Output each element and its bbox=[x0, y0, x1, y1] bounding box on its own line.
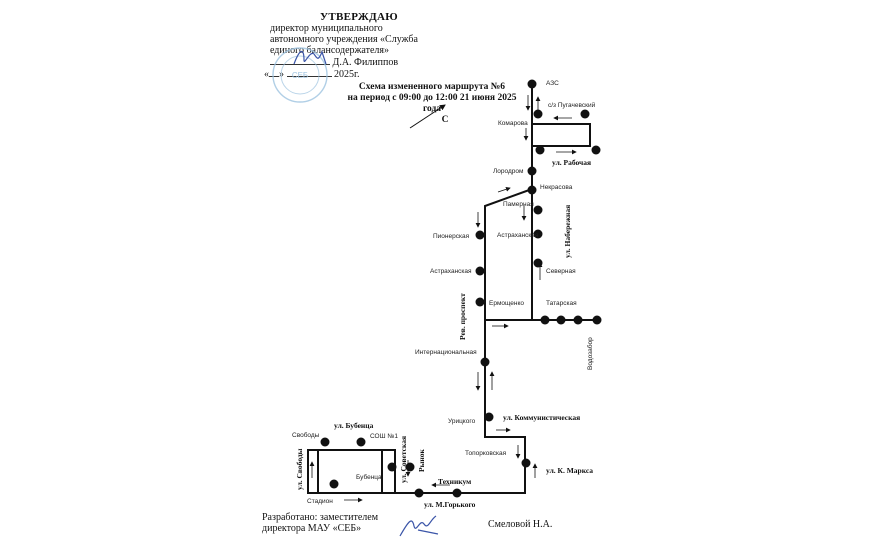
label-lorodrom: Лородром bbox=[493, 168, 524, 175]
approval-title: УТВЕРЖДАЮ bbox=[320, 11, 398, 23]
stop-toporkovskaya[interactable] bbox=[521, 458, 531, 468]
direction-arrows bbox=[309, 95, 577, 503]
label-toporkovskaya: Топорковская bbox=[465, 450, 507, 457]
approval-signature-line: Д.А. Филиппов bbox=[258, 56, 438, 68]
stop-labels: АЗС с/з Пугачевский Комарова Лородром Не… bbox=[292, 80, 596, 505]
official-stamp: СЕБ bbox=[272, 47, 328, 103]
stop-severnaya[interactable] bbox=[533, 258, 543, 268]
street-k-marksa: ул. К. Маркса bbox=[546, 466, 593, 475]
street-m-gorkogo: ул. М.Горького bbox=[424, 500, 476, 509]
stop-uritskogo[interactable] bbox=[484, 412, 494, 422]
route-lines bbox=[307, 80, 597, 494]
stop-vodozabor[interactable] bbox=[592, 315, 602, 325]
stop-internatsionalnaya[interactable] bbox=[480, 357, 490, 367]
stop-m-gorkogo[interactable] bbox=[414, 488, 424, 498]
approval-year: 2025г. bbox=[334, 69, 360, 80]
label-astrakhanskaya-right: Астраханская bbox=[497, 232, 539, 239]
label-vodozabor: Водозабор bbox=[586, 337, 594, 370]
stop-pamernaya[interactable] bbox=[533, 205, 543, 215]
stop-pionerskaya[interactable] bbox=[475, 230, 485, 240]
label-ermoshchenko: Ермощенко bbox=[489, 300, 524, 307]
developer-block: Разработано: заместителем директора МАУ … bbox=[262, 512, 422, 534]
developer-line-2: директора МАУ «СЕБ» bbox=[262, 523, 362, 534]
stop-nekrasova[interactable] bbox=[527, 185, 537, 195]
stop-bubentsa-street[interactable] bbox=[387, 462, 397, 472]
label-svobody: Свободы bbox=[292, 431, 320, 439]
street-svobody: ул. Свободы bbox=[295, 448, 304, 490]
label-astrakhanskaya-left: Астраханская bbox=[430, 268, 472, 275]
label-internatsionalnaya: Интернациональная bbox=[415, 349, 477, 356]
street-rabochaya: ул. Рабочая bbox=[552, 158, 591, 167]
approval-signature-icon bbox=[293, 50, 327, 65]
stop-svobody[interactable] bbox=[320, 437, 330, 447]
label-komarova: Комарова bbox=[498, 120, 528, 127]
stamp-text: СЕБ bbox=[292, 71, 308, 80]
caption-period: на период с 09:00 до 12:00 21 июня 2025 … bbox=[347, 93, 517, 114]
developer-name: Смеловой Н.А. bbox=[488, 519, 553, 530]
developer-signature-icon bbox=[399, 515, 439, 537]
label-tatarskaya: Татарская bbox=[546, 300, 577, 307]
street-naberezhnaya: ул. Набережная bbox=[563, 205, 572, 258]
label-severnaya: Северная bbox=[546, 268, 576, 275]
street-labels: ул. Рабочая ул. Набережная Рев. проспект… bbox=[295, 158, 593, 509]
approval-line-1: директор муниципального bbox=[270, 23, 383, 34]
stop-sosh1[interactable] bbox=[356, 437, 366, 447]
north-label: С bbox=[441, 115, 449, 125]
approval-block: УТВЕРЖДАЮ директор муниципального автоно… bbox=[258, 11, 438, 81]
caption-title: Схема измененного маршрута №6 bbox=[358, 82, 506, 92]
label-bubentsa: Бубенца bbox=[356, 473, 382, 481]
stop-astrakhanskaya-left[interactable] bbox=[475, 266, 485, 276]
stop-pugachevsky-a[interactable] bbox=[533, 109, 543, 119]
label-azs: АЗС bbox=[546, 80, 559, 87]
stop-tatarskaya-a[interactable] bbox=[540, 315, 550, 325]
scheme-caption: Схема измененного маршрута №6 на период … bbox=[342, 82, 522, 126]
stop-komarova-b[interactable] bbox=[591, 145, 601, 155]
label-pionerskaya: Пионерская bbox=[433, 233, 470, 240]
stop-stadion[interactable] bbox=[329, 479, 339, 489]
label-sosh1: СОШ №1 bbox=[370, 433, 398, 440]
stop-tekhnikum[interactable] bbox=[452, 488, 462, 498]
stop-astrakhanskaya-right[interactable] bbox=[533, 229, 543, 239]
stop-pugachevsky-b[interactable] bbox=[580, 109, 590, 119]
stop-tatarskaya-c[interactable] bbox=[573, 315, 583, 325]
stop-komarova-a[interactable] bbox=[535, 145, 545, 155]
label-stadion: Стадион bbox=[307, 498, 333, 505]
stop-azs[interactable] bbox=[527, 79, 537, 89]
street-tekhnikum: Техникум bbox=[438, 477, 471, 486]
stops bbox=[320, 79, 602, 498]
street-rynok: Рынок bbox=[417, 448, 426, 472]
north-arrow-icon bbox=[409, 104, 446, 129]
street-sovetskaya: ул. Советская bbox=[399, 436, 408, 483]
label-pugachevsky: с/з Пугачевский bbox=[548, 101, 596, 109]
developer-line-1: Разработано: заместителем bbox=[262, 512, 379, 523]
approval-line-3: единого балансодержателя» bbox=[270, 45, 390, 56]
stop-bubentsa[interactable] bbox=[405, 462, 415, 472]
approval-director-name: Д.А. Филиппов bbox=[332, 57, 399, 68]
label-pamernaya: Памерная bbox=[503, 201, 534, 208]
approval-line-2: автономного учреждения «Служба bbox=[270, 34, 418, 45]
stop-tatarskaya-b[interactable] bbox=[556, 315, 566, 325]
stop-ermoshchenko[interactable] bbox=[475, 297, 485, 307]
label-nekrasova: Некрасова bbox=[540, 184, 573, 191]
stop-lorodrom[interactable] bbox=[527, 166, 537, 176]
street-rev-prospekt: Рев. проспект bbox=[458, 293, 467, 340]
street-kommunisticheskaya: ул. Коммунистическая bbox=[503, 413, 580, 422]
label-uritskogo: Урицкого bbox=[448, 418, 476, 425]
street-bubentsa: ул. Бубенца bbox=[334, 421, 374, 430]
